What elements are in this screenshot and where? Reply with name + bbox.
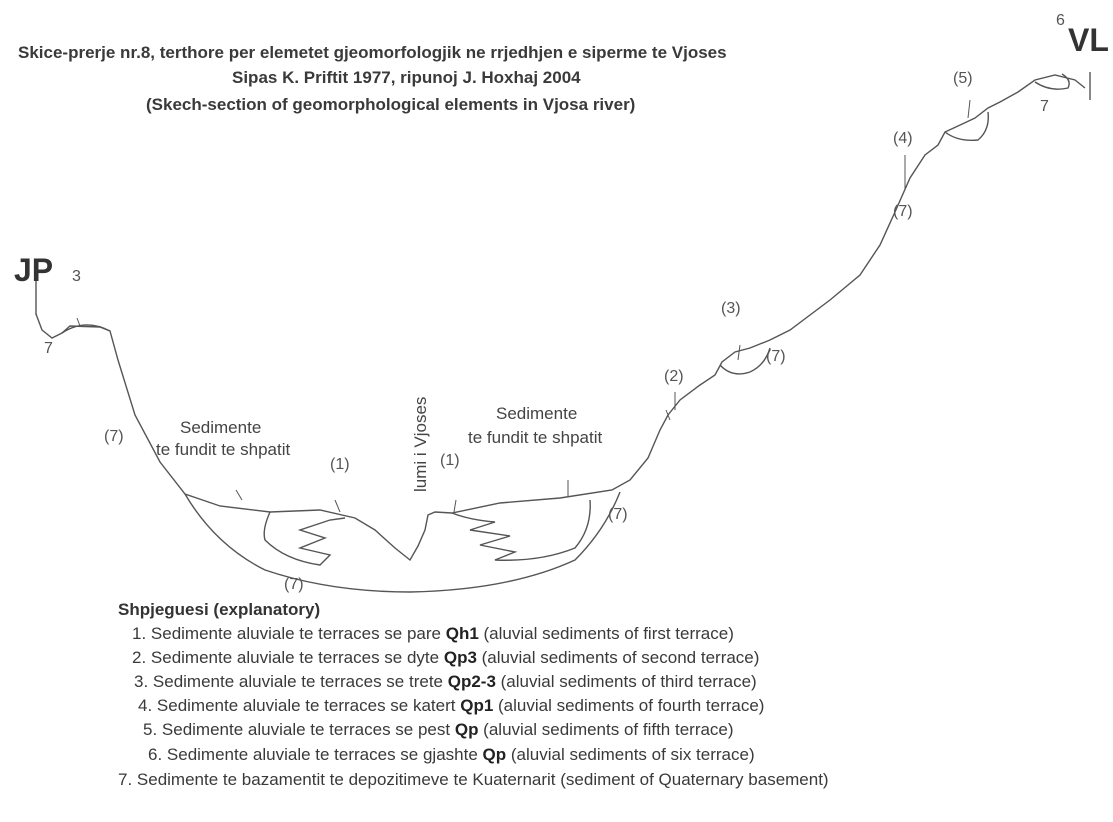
marker-7-mid: (7) <box>766 348 786 365</box>
marker-2: (2) <box>664 368 684 385</box>
legend-item-description: (sediment of Quaternary basement) <box>560 770 829 789</box>
legend-item-text: 4. Sedimente aluviale te terraces se kat… <box>138 696 461 715</box>
legend-item-text: 2. Sedimente aluviale te terraces se dyt… <box>132 648 444 667</box>
sediment-right-label-1: Sedimente <box>496 404 578 423</box>
legend-item: 6. Sedimente aluviale te terraces se gja… <box>148 745 755 765</box>
indicator-arrows <box>76 99 971 513</box>
legend-item-text: 6. Sedimente aluviale te terraces se gja… <box>148 745 483 764</box>
marker-7-top: 7 <box>1040 98 1049 115</box>
legend-item-code: Qp <box>482 745 507 764</box>
legend-item-text: 3. Sedimente aluviale te terraces se tre… <box>134 672 448 691</box>
marker-4: (4) <box>893 130 913 147</box>
legend-item: 4. Sedimente aluviale te terraces se kat… <box>138 696 764 716</box>
legend-item-description: (aluvial sediments of second terrace) <box>476 648 760 667</box>
legend-item-description: (aluvial sediments of six terrace) <box>506 745 755 764</box>
marker-5: (5) <box>953 70 973 87</box>
legend-item-code: Qp <box>454 720 479 739</box>
legend-item-description: (aluvial sediments of fourth terrace) <box>493 696 765 715</box>
right-end-label: VL <box>1068 22 1109 58</box>
legend-item-text: 5. Sedimente aluviale te terraces se pes… <box>143 720 455 739</box>
legend-item-description: (aluvial sediments of fifth terrace) <box>478 720 734 739</box>
terrace-3-left <box>61 324 111 334</box>
marker-1-left: (1) <box>330 456 350 473</box>
sediment-left-label-1: Sedimente <box>180 418 262 437</box>
terrace-3-right <box>719 347 771 375</box>
marker-7-left-slope: (7) <box>104 428 124 445</box>
legend-item-code: Qp3 <box>443 648 477 667</box>
marker-6: 6 <box>1056 12 1065 29</box>
legend-item-code: Qp2-3 <box>447 672 496 691</box>
legend-item-text: 7. Sedimente te bazamentit te depozitime… <box>118 770 561 789</box>
title-line-2: Sipas K. Priftit 1977, ripunoj J. Hoxhaj… <box>232 68 581 87</box>
legend-item-code: Qh1 <box>445 624 479 643</box>
legend-item: 1. Sedimente aluviale te terraces se par… <box>132 624 734 644</box>
title-line-1: Skice-prerje nr.8, terthore per elemetet… <box>18 43 727 62</box>
sediment-left-label-2: te fundit te shpatit <box>156 440 291 459</box>
legend-item-text: 1. Sedimente aluviale te terraces se par… <box>132 624 446 643</box>
legend-item-description: (aluvial sediments of first terrace) <box>478 624 734 643</box>
terrace-4 <box>944 111 989 142</box>
basement-basin-line <box>184 491 621 593</box>
marker-7-upper: (7) <box>893 203 913 220</box>
cross-section-profile <box>35 72 1091 593</box>
title-line-3: (Skech-section of geomorphological eleme… <box>146 95 636 114</box>
legend-item-code: Qp1 <box>460 696 494 715</box>
terrace-1-right-sediment <box>451 499 591 561</box>
sediment-right-label-2: te fundit te shpatit <box>468 428 603 447</box>
legend-item: 7. Sedimente te bazamentit te depozitime… <box>118 770 829 790</box>
legend-item: 2. Sedimente aluviale te terraces se dyt… <box>132 648 759 668</box>
legend-heading: Shpjeguesi (explanatory) <box>118 600 321 619</box>
terrace-1-left-sediment <box>263 511 346 566</box>
legend-item: 3. Sedimente aluviale te terraces se tre… <box>134 672 757 692</box>
legend-item: 5. Sedimente aluviale te terraces se pes… <box>143 720 734 740</box>
left-end-label: JP <box>14 252 54 288</box>
marker-3-right: (3) <box>721 300 741 317</box>
marker-7-left-top: 7 <box>44 340 53 357</box>
legend-item-description: (aluvial sediments of third terrace) <box>495 672 757 691</box>
marker-1-right: (1) <box>440 452 460 469</box>
terrace-5 <box>1034 73 1070 90</box>
terrain-profile-line <box>35 74 1086 562</box>
river-label: lumi i Vjoses <box>411 396 430 492</box>
marker-7-right-bottom: (7) <box>608 506 628 523</box>
marker-3-left: 3 <box>72 268 81 285</box>
marker-7-bottom: (7) <box>284 576 304 593</box>
